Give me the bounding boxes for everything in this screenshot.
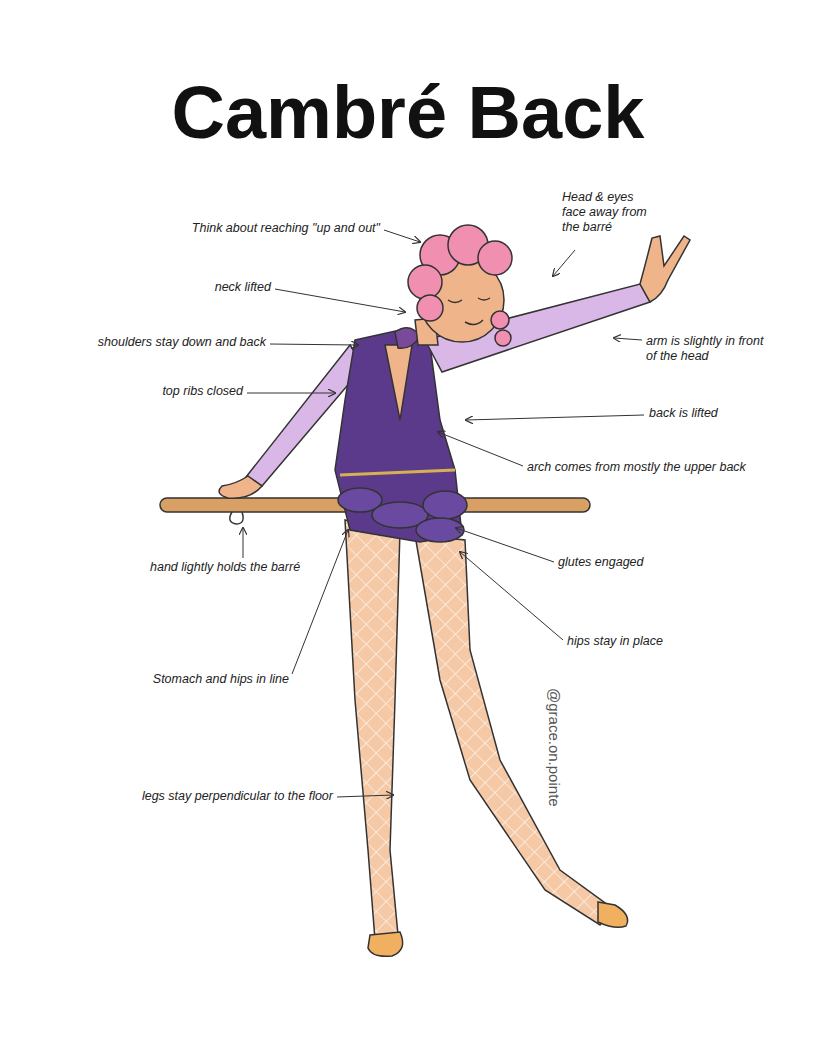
callout-label: neck lifted: [215, 280, 271, 295]
callout-label: glutes engaged: [558, 555, 644, 570]
callout-label: arm is slightly in front of the head: [646, 334, 771, 364]
callout-label: Think about reaching "up and out": [192, 221, 380, 236]
legs: [345, 520, 628, 956]
title: Cambré Back: [0, 70, 816, 155]
head: [408, 225, 512, 346]
watermark: @grace.on.pointe: [547, 688, 562, 807]
callout-label: Head & eyes face away from the barré: [562, 190, 658, 235]
leader-lines: [243, 230, 644, 797]
callout-label: hand lightly holds the barré: [150, 560, 300, 575]
callout-label: Stomach and hips in line: [153, 672, 289, 687]
callout-label: legs stay perpendicular to the floor: [142, 789, 333, 804]
callout-label: top ribs closed: [162, 384, 243, 399]
callout-label: hips stay in place: [567, 634, 663, 649]
callout-label: shoulders stay down and back: [98, 335, 266, 350]
callout-label: arch comes from mostly the upper back: [527, 460, 746, 475]
callout-label: back is lifted: [649, 406, 718, 421]
